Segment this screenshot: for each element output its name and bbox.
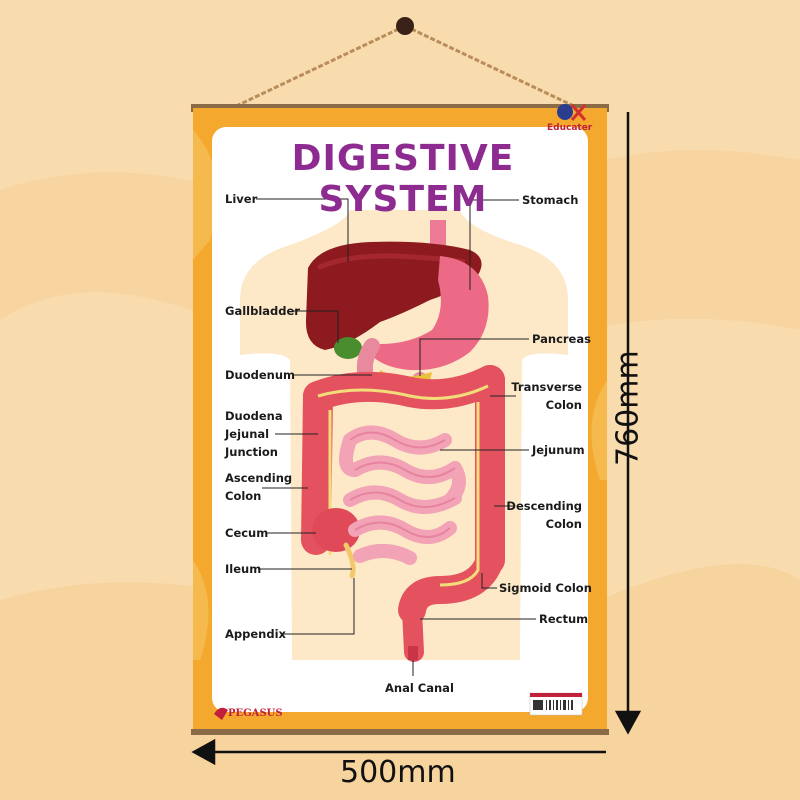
nail-icon (396, 17, 414, 35)
stomach (371, 256, 489, 371)
label-rectum: Rectum (539, 612, 589, 626)
barcode-sticker (529, 692, 583, 716)
pegasus-logo-icon (214, 707, 228, 720)
bottom-rod (191, 729, 609, 735)
hanging-rope (231, 17, 579, 110)
appendix (343, 542, 356, 579)
label-line: Junction (225, 445, 278, 459)
label-line: Transverse (511, 380, 582, 394)
width-dimension-arrow (191, 738, 606, 766)
poster-title: DIGESTIVE SYSTEM (291, 138, 515, 220)
rectum (402, 600, 424, 662)
width-dimension-label: 500mm (340, 755, 456, 790)
educater-logo-icon (557, 104, 587, 121)
transverse-colon (303, 365, 505, 411)
label-anal-canal: Anal Canal (385, 681, 454, 695)
label-pancreas: Pancreas (532, 332, 591, 346)
label-line: Ascending (225, 471, 293, 485)
gallbladder (334, 337, 362, 359)
cecum (312, 508, 360, 552)
label-liver: Liver (225, 192, 258, 206)
label-ascending-colon: Ascending Colon (225, 469, 292, 505)
height-dimension-arrow (614, 112, 642, 735)
label-line: Colon (225, 489, 262, 503)
label-gallbladder: Gallbladder (225, 304, 300, 318)
label-transverse-colon: Transverse Colon (500, 378, 582, 414)
label-descending-colon: Descending Colon (500, 497, 582, 533)
label-duodena-jejunal-junction: Duodena Jejunal Junction (225, 407, 283, 461)
liver (305, 241, 482, 350)
anal-canal (408, 646, 418, 660)
publisher-name: PEGASUS (228, 708, 283, 719)
leader-lines (256, 198, 536, 676)
label-sigmoid-colon: Sigmoid Colon (499, 581, 592, 595)
label-line: Jejunal (225, 427, 270, 441)
label-stomach: Stomach (522, 193, 579, 207)
height-dimension-label: 760mm (610, 350, 646, 466)
label-line: Colon (545, 398, 582, 412)
label-line: Duodena (225, 409, 283, 423)
label-line: Colon (545, 517, 582, 531)
label-duodenum: Duodenum (225, 368, 296, 382)
ascending-colon (301, 381, 333, 555)
label-cecum: Cecum (225, 526, 269, 540)
label-jejunum: Jejunum (532, 443, 585, 457)
label-line: Descending (506, 499, 582, 513)
label-appendix: Appendix (225, 627, 286, 641)
brand-name: Educater (547, 123, 593, 133)
label-ileum: Ileum (225, 562, 262, 576)
